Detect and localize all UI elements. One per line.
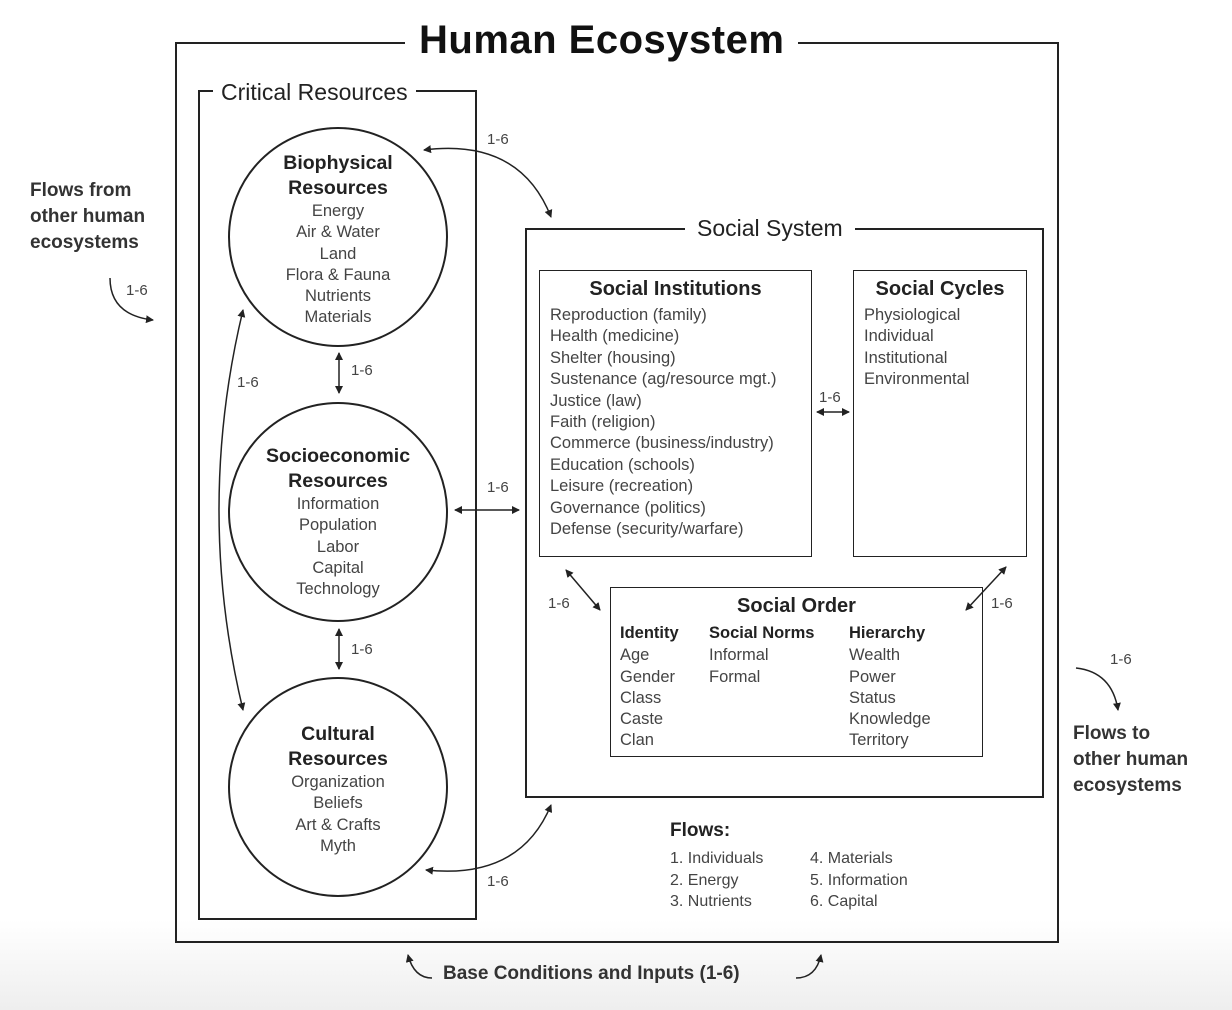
flows-legend-item: 1. Individuals: [670, 850, 764, 867]
flow-label: 1-6: [819, 389, 841, 406]
identity-item: Caste: [620, 710, 664, 729]
cultural-title-line1: Cultural: [301, 723, 375, 745]
flows-legend-title: Flows:: [670, 820, 731, 841]
hierarchy-item: Knowledge: [849, 710, 931, 729]
institution-item: Justice (law): [550, 391, 642, 410]
biophysical-title-line2: Resources: [288, 177, 388, 199]
hierarchy-item: Power: [849, 667, 896, 686]
flows-from-line: ecosystems: [30, 232, 139, 253]
socioeconomic-title-line1: Socioeconomic: [265, 445, 411, 467]
cycle-item: Physiological: [864, 306, 961, 324]
flow-label: 1-6: [487, 131, 509, 148]
institution-item: Faith (religion): [550, 413, 656, 432]
socioeconomic-item: Labor: [316, 537, 360, 556]
diagram-title: Human Ecosystem: [405, 18, 799, 63]
flows-legend-item: 5. Information: [810, 871, 908, 889]
institution-item: Sustenance (ag/resource mgt.): [550, 370, 777, 389]
flow-label: 1-6: [126, 282, 148, 299]
cultural-item: Art & Crafts: [295, 815, 381, 834]
biophysical-item: Materials: [304, 308, 372, 327]
flow-label: 1-6: [351, 641, 373, 658]
socioeconomic-resources-circle: Socioeconomic Resources Information Popu…: [228, 402, 448, 622]
identity-heading: Identity: [620, 624, 679, 642]
social-cycles-title: Social Cycles: [875, 278, 1005, 300]
identity-item: Age: [620, 646, 650, 665]
biophysical-item: Land: [319, 244, 357, 263]
flows-legend-item: 6. Capital: [810, 893, 878, 910]
social-norms-item: Informal: [709, 646, 769, 665]
hierarchy-item: Wealth: [849, 646, 901, 665]
flows-from-label: Flows from other human ecosystems: [30, 178, 145, 256]
biophysical-item: Nutrients: [304, 287, 372, 306]
flows-to-line: other human: [1073, 749, 1189, 770]
cultural-item: Organization: [291, 773, 385, 791]
cycle-item: Institutional: [864, 348, 948, 367]
flow-label: 1-6: [1110, 651, 1132, 668]
biophysical-item: Air & Water: [296, 223, 380, 242]
biophysical-title-line1: Biophysical: [283, 152, 393, 174]
socioeconomic-item: Information: [296, 495, 380, 513]
hierarchy-heading: Hierarchy: [849, 624, 926, 642]
cultural-item: Beliefs: [313, 794, 363, 813]
flows-legend-item: 3. Nutrients: [670, 893, 752, 910]
cultural-item: Myth: [320, 836, 356, 855]
flows-from-arrow: [109, 277, 154, 324]
flows-from-line: other human: [30, 206, 146, 227]
hierarchy-item: Status: [849, 688, 896, 707]
socioeconomic-item: Technology: [296, 580, 380, 599]
identity-item: Gender: [620, 667, 676, 686]
flow-label: 1-6: [548, 595, 570, 612]
cycle-item: Individual: [864, 327, 934, 346]
flow-label: 1-6: [487, 479, 509, 496]
hierarchy-item: Territory: [849, 731, 909, 750]
socioeconomic-item: Population: [299, 516, 377, 535]
base-conditions-right-arrow: [795, 954, 824, 979]
identity-item: Clan: [620, 731, 654, 750]
flow-label: 1-6: [351, 362, 373, 379]
social-order-box: Social Order Identity Age Gender Class C…: [610, 587, 983, 757]
social-norms-item: Formal: [709, 667, 761, 686]
flows-legend-item: 2. Energy: [670, 871, 739, 889]
critical-resources-title: Critical Resources: [213, 79, 416, 106]
biophysical-item: Energy: [311, 202, 365, 220]
biophysical-social-arrow: [423, 145, 553, 218]
flows-to-line: ecosystems: [1073, 775, 1182, 796]
biophysical-resources-circle: Biophysical Resources Energy Air & Water…: [228, 127, 448, 347]
institution-item: Health (medicine): [550, 327, 680, 346]
cycles-order-arrow: [965, 566, 1007, 611]
social-institutions-title: Social Institutions: [589, 278, 762, 300]
institution-item: Leisure (recreation): [550, 477, 694, 496]
institution-item: Governance (politics): [550, 498, 706, 517]
flow-label: 1-6: [487, 873, 509, 890]
socioeconomic-item: Capital: [312, 558, 364, 577]
flows-to-arrow: [1075, 667, 1121, 711]
social-system-title: Social System: [685, 215, 855, 242]
flows-legend-item: 4. Materials: [810, 850, 893, 867]
cultural-title-line2: Resources: [288, 748, 388, 770]
cultural-social-arrow: [425, 804, 553, 875]
social-norms-heading: Social Norms: [709, 624, 815, 642]
base-conditions-left-arrow: [405, 954, 433, 979]
social-cycles-box: Social Cycles Physiological Individual I…: [853, 270, 1027, 557]
institution-item: Shelter (housing): [550, 348, 676, 367]
cultural-resources-circle: Cultural Resources Organization Beliefs …: [228, 677, 448, 897]
flows-from-line: Flows from: [30, 180, 132, 201]
institutions-order-arrow: [565, 569, 601, 611]
social-institutions-box: Social Institutions Reproduction (family…: [539, 270, 812, 557]
flows-to-label: Flows to other human ecosystems: [1073, 721, 1188, 799]
cycle-item: Environmental: [864, 370, 970, 389]
socioeconomic-title-line2: Resources: [288, 470, 388, 492]
institution-item: Reproduction (family): [550, 306, 707, 324]
institution-item: Commerce (business/industry): [550, 434, 774, 453]
social-order-title: Social Order: [737, 595, 856, 617]
biophysical-item: Flora & Fauna: [285, 265, 391, 284]
flows-to-line: Flows to: [1073, 723, 1151, 744]
institution-item: Education (schools): [550, 455, 695, 474]
biophysical-cultural-arrow: [218, 309, 246, 711]
base-conditions-label: Base Conditions and Inputs (1-6): [443, 963, 740, 984]
identity-item: Class: [620, 688, 662, 707]
institution-item: Defense (security/warfare): [550, 520, 744, 539]
